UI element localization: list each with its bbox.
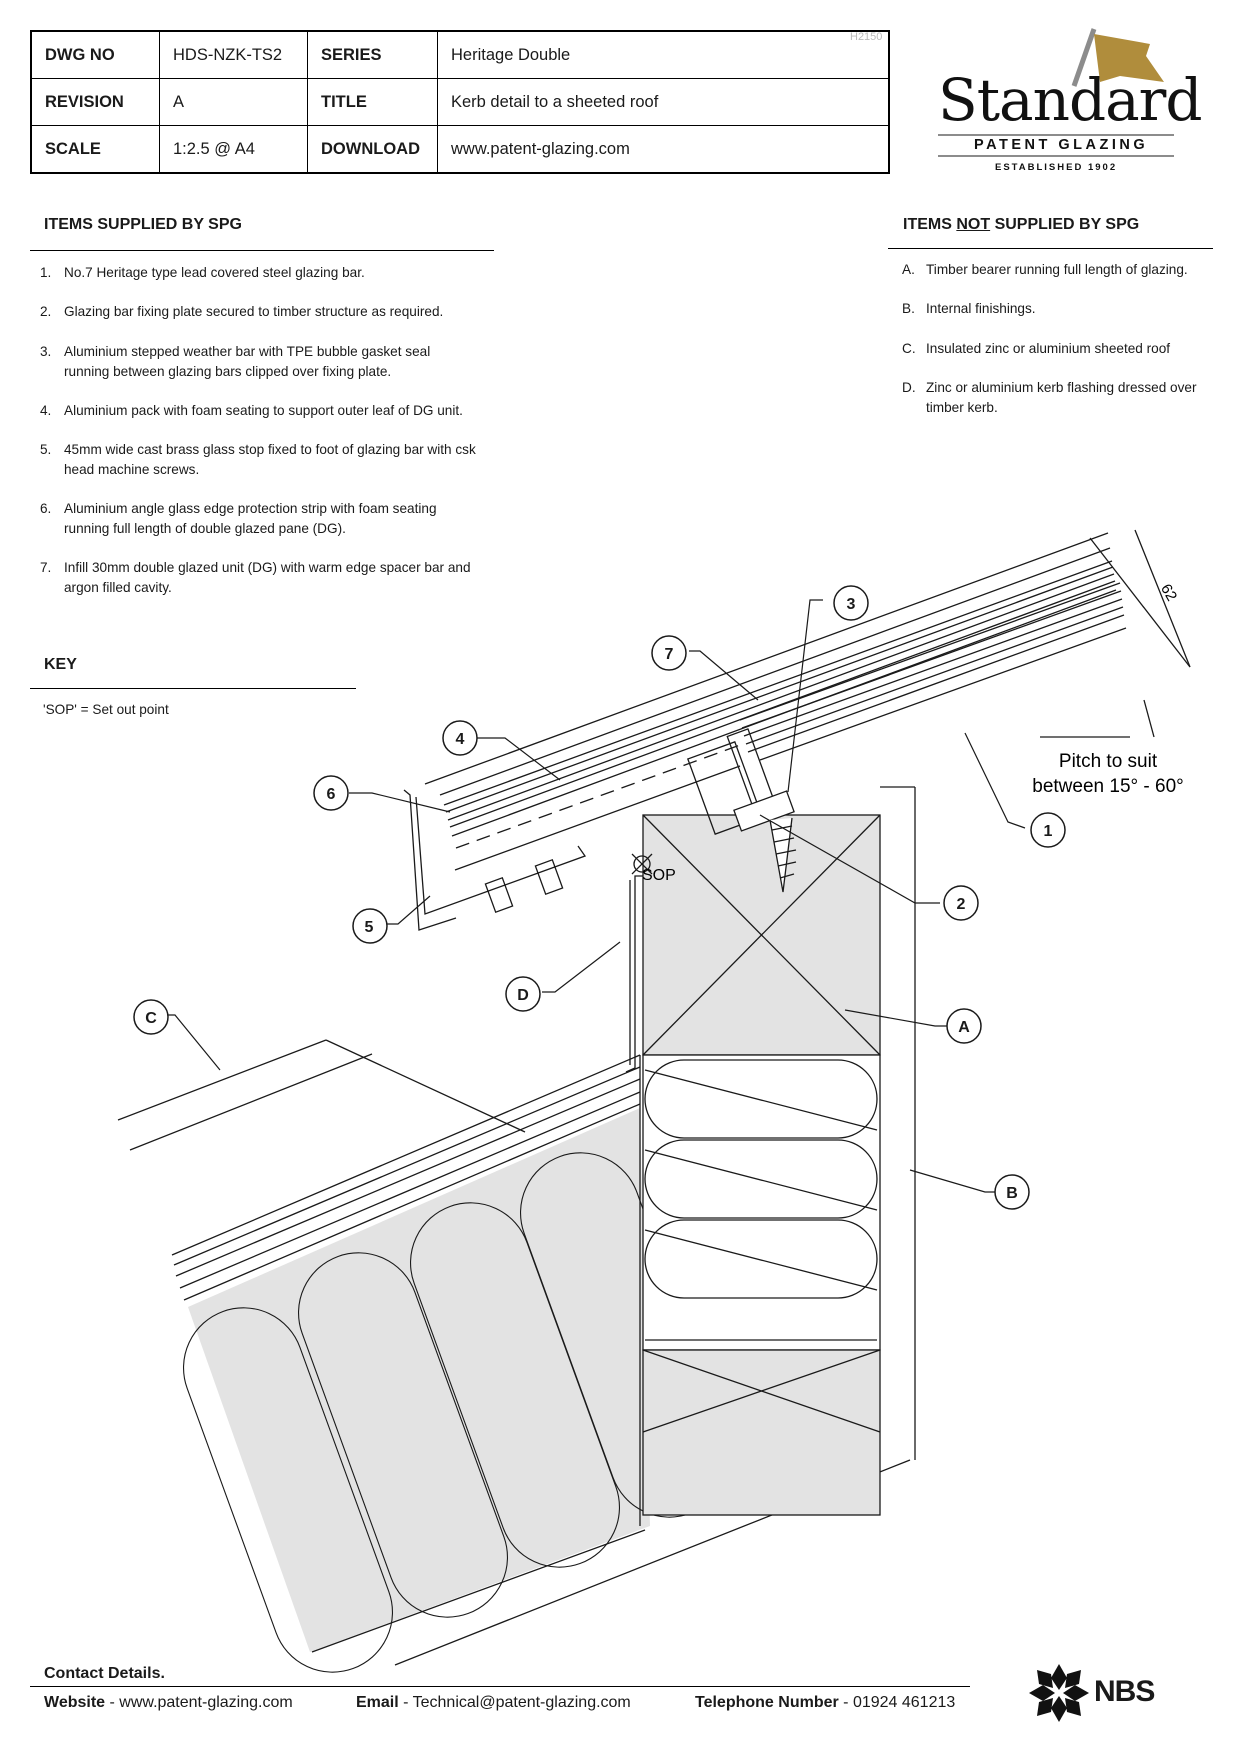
logo-subtitle: PATENT GLAZING (974, 137, 1149, 153)
item-text: No.7 Heritage type lead covered steel gl… (64, 265, 365, 280)
heading-part: SUPPLIED BY SPG (990, 216, 1140, 233)
supplied-item: 2. Glazing bar fixing plate secured to t… (40, 302, 480, 322)
callout-1: 1 (1044, 823, 1053, 840)
item-text: Aluminium angle glass edge protection st… (64, 501, 437, 536)
series-label: SERIES (307, 30, 438, 79)
pitch-label-line1: Pitch to suit (1059, 751, 1158, 772)
nbs-wordmark: NBS (1094, 1675, 1155, 1708)
sop-marker (633, 855, 651, 873)
not-supplied-item: B. Internal finishings. (902, 299, 1202, 319)
revision-value: A (159, 78, 308, 126)
download-label: DOWNLOAD (307, 125, 438, 174)
logo-wordmark: Standard (938, 66, 1203, 134)
item-text: Insulated zinc or aluminium sheeted roof (926, 341, 1171, 356)
footer-rule (30, 1686, 970, 1687)
supplied-item: 7. Infill 30mm double glazed unit (DG) w… (40, 558, 480, 598)
item-letter: B. (902, 301, 915, 316)
glazing-assembly (403, 532, 1127, 931)
website-row: Website - www.patent-glazing.com (44, 1694, 293, 1711)
item-letter: A. (902, 262, 915, 277)
item-text: 45mm wide cast brass glass stop fixed to… (64, 442, 476, 477)
title-value: Kerb detail to a sheeted roof (437, 78, 890, 126)
title-block: DWG NO HDS-NZK-TS2 SERIES Heritage Doubl… (30, 30, 890, 174)
scale-value: 1:2.5 @ A4 (159, 125, 308, 174)
scale-label: SCALE (30, 125, 160, 174)
heading-not: NOT (956, 216, 991, 233)
item-text: Glazing bar fixing plate secured to timb… (64, 304, 444, 319)
not-supplied-item: C. Insulated zinc or aluminium sheeted r… (902, 339, 1202, 359)
email-label: Email (356, 1694, 399, 1711)
supplied-item: 6. Aluminium angle glass edge protection… (40, 499, 460, 539)
revision-label: REVISION (30, 78, 160, 126)
title-label: TITLE (307, 78, 438, 126)
callout-leaders (151, 599, 1026, 1193)
callout-a: A (958, 1019, 970, 1036)
phone-row: Telephone Number - 01924 461213 (695, 1694, 956, 1711)
logo-established: ESTABLISHED 1902 (995, 162, 1118, 173)
dimension-label: 62 (1157, 581, 1180, 604)
callout-d: D (517, 987, 529, 1004)
item-text: Internal finishings. (926, 301, 1036, 316)
logo-rule-top (938, 134, 1174, 136)
email-row: Email - Technical@patent-glazing.com (356, 1694, 631, 1711)
item-number: 7. (40, 560, 52, 575)
not-supplied-rule (888, 248, 1213, 249)
website-label: Website (44, 1694, 106, 1711)
supplied-item: 3. Aluminium stepped weather bar with TP… (40, 342, 470, 382)
flag-icon (1071, 28, 1164, 87)
callout-2: 2 (957, 896, 966, 913)
dimension-62 (1089, 529, 1191, 668)
website-link[interactable]: www.patent-glazing.com (119, 1694, 293, 1711)
key-rule (30, 688, 356, 689)
callout-7: 7 (665, 646, 674, 663)
supplied-heading: ITEMS SUPPLIED BY SPG (44, 216, 242, 233)
key-heading: KEY (44, 656, 77, 673)
phone-label: Telephone Number (695, 1694, 839, 1711)
callout-bubbles (133, 585, 1066, 1210)
item-number: 3. (40, 344, 52, 359)
nbs-logo-icon (1029, 1664, 1089, 1722)
item-text: Aluminium pack with foam seating to supp… (64, 403, 463, 418)
contact-heading: Contact Details. (44, 1665, 165, 1682)
dwg-no-value: HDS-NZK-TS2 (159, 30, 308, 79)
item-letter: D. (902, 380, 916, 395)
item-number: 5. (40, 442, 52, 457)
item-text: Infill 30mm double glazed unit (DG) with… (64, 560, 471, 595)
callout-6: 6 (327, 786, 336, 803)
sop-label: SOP (642, 867, 676, 884)
item-text: Zinc or aluminium kerb flashing dressed … (926, 380, 1197, 415)
pitch-label-line2: between 15° - 60° (1032, 776, 1183, 797)
email-link[interactable]: Technical@patent-glazing.com (412, 1694, 631, 1711)
not-supplied-item: A. Timber bearer running full length of … (902, 260, 1202, 280)
not-supplied-item: D. Zinc or aluminium kerb flashing dress… (902, 378, 1202, 418)
timber-bearer (625, 786, 915, 1516)
logo-rule-bottom (938, 155, 1174, 157)
pitch-indicator (1040, 699, 1155, 738)
item-letter: C. (902, 341, 916, 356)
heading-part: ITEMS (903, 216, 957, 233)
phone-value: 01924 461213 (852, 1694, 956, 1711)
item-number: 6. (40, 501, 52, 516)
callout-4: 4 (456, 731, 465, 748)
item-number: 1. (40, 265, 52, 280)
key-text: 'SOP' = Set out point (43, 702, 169, 717)
supplied-item: 5. 45mm wide cast brass glass stop fixed… (40, 440, 480, 480)
callout-3: 3 (847, 596, 856, 613)
callout-c: C (145, 1010, 157, 1027)
supplied-item: 1. No.7 Heritage type lead covered steel… (40, 263, 480, 283)
drawing-code: H2150 (850, 31, 883, 43)
item-number: 2. (40, 304, 52, 319)
item-text: Aluminium stepped weather bar with TPE b… (64, 344, 431, 379)
callout-b: B (1006, 1185, 1018, 1202)
item-text: Timber bearer running full length of gla… (926, 262, 1188, 277)
supplied-item: 4. Aluminium pack with foam seating to s… (40, 401, 480, 421)
callout-5: 5 (365, 919, 374, 936)
not-supplied-heading: ITEMS NOT SUPPLIED BY SPG (903, 216, 1139, 234)
download-link[interactable]: www.patent-glazing.com (437, 125, 890, 174)
item-number: 4. (40, 403, 52, 418)
supplied-rule (30, 250, 494, 251)
